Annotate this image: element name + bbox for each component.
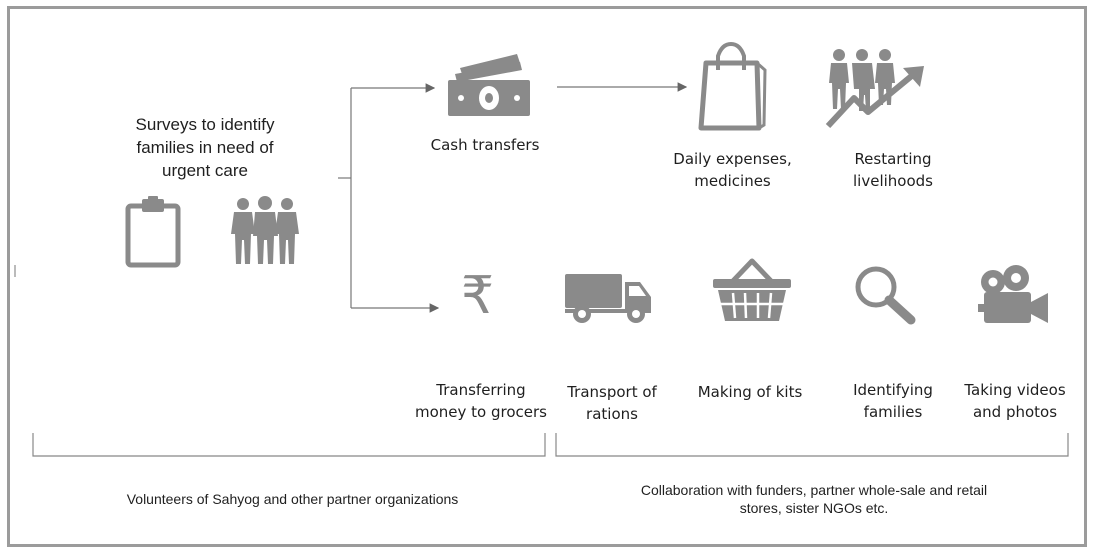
label-transferring-money: Transferring money to grocers [415,381,547,421]
video-camera-icon [978,265,1048,323]
label-transport-rations: Transport of rations [567,383,657,423]
label-taking-videos: Taking videos and photos [964,381,1066,421]
people-group-icon [231,196,299,264]
shopping-bag-icon [698,41,767,131]
right-group-caption: Collaboration with funders, partner whol… [640,482,988,516]
label-restarting-livelihoods: Restarting livelihoods [853,150,933,190]
left-group-caption: Volunteers of Sahyog and other partner o… [126,491,459,507]
left-group-bracket [32,433,546,457]
label-daily-expenses: Daily expenses, medicines [673,150,792,190]
rupee-icon: ₹ [461,266,495,326]
people-growth-icon [825,49,924,129]
right-group-bracket [555,433,1069,457]
magnifier-icon [855,266,916,325]
label-identifying-families: Identifying families [853,381,933,421]
clipboard-icon [125,196,181,268]
basket-icon [713,258,791,321]
truck-icon [565,274,651,323]
cash-icon [448,54,530,116]
survey-text: Surveys to identify families in need of … [135,115,275,180]
label-cash-transfers: Cash transfers [430,136,540,154]
label-making-kits: Making of kits [697,383,803,401]
diagram-frame [7,6,1087,547]
branch-connector [338,83,440,313]
